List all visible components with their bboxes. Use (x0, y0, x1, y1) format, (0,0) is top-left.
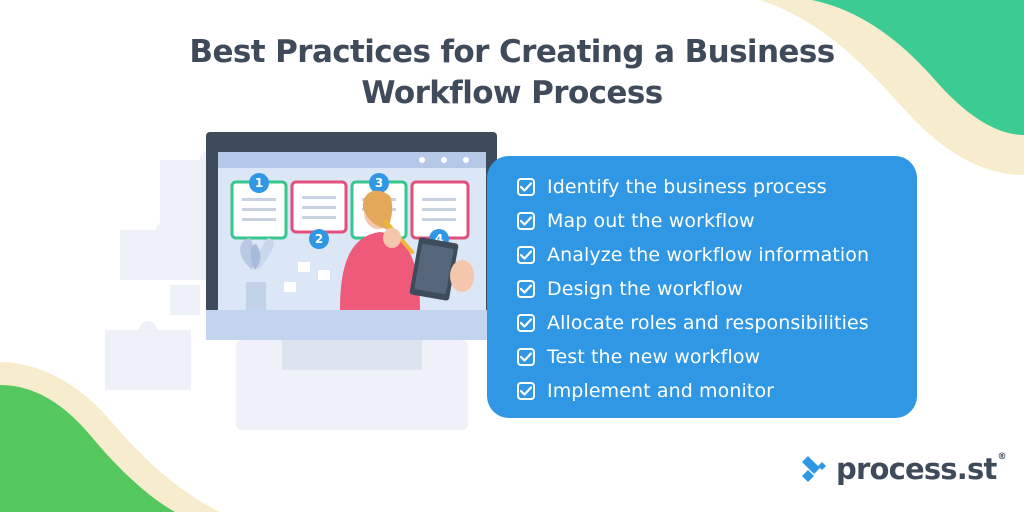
list-item: Identify the business process (517, 170, 869, 204)
step-label: Identify the business process (547, 176, 827, 198)
step-label: Design the workflow (547, 278, 743, 300)
process-st-logo-icon (802, 456, 826, 482)
step-label: Analyze the workflow information (547, 244, 870, 266)
badge-2 (309, 229, 329, 249)
step-label: Allocate roles and responsibilities (547, 312, 869, 334)
logo-text-suffix: .st (956, 452, 998, 486)
badge-1 (249, 173, 269, 193)
step-label: Implement and monitor (547, 380, 775, 402)
brand-logo: process.st® (798, 452, 1007, 486)
badge-3 (369, 173, 389, 193)
logo-text-main: process (836, 452, 958, 486)
list-item: Implement and monitor (517, 374, 869, 408)
page-title-line-1: Best Practices for Creating a Business (189, 34, 835, 70)
badge-3-label: 3 (375, 176, 383, 190)
badge-2-label: 2 (315, 232, 323, 246)
plant-icon (240, 238, 274, 310)
board-card-1 (230, 180, 288, 240)
page-title-line-2: Workflow Process (361, 75, 663, 111)
checkbox-icon (517, 212, 535, 230)
board-card-2 (290, 180, 348, 234)
steps-list: Identify the business process Map out th… (517, 170, 869, 408)
step-label: Test the new workflow (547, 346, 761, 368)
checkbox-icon (517, 314, 535, 332)
badge-4-label: 4 (435, 232, 443, 246)
checkbox-icon (517, 280, 535, 298)
checkbox-icon (517, 382, 535, 400)
checkbox-icon (517, 178, 535, 196)
registered-mark: ® (997, 452, 1007, 462)
wave-green-top (812, 0, 1024, 135)
step-label: Map out the workflow (547, 210, 755, 232)
logo-text: process.st® (836, 452, 1007, 486)
board-card-4 (410, 180, 470, 240)
list-item: Test the new workflow (517, 340, 869, 374)
list-item: Map out the workflow (517, 204, 869, 238)
page-title: Best Practices for Creating a Business W… (150, 32, 874, 114)
checkbox-icon (517, 348, 535, 366)
badge-1-label: 1 (255, 176, 263, 190)
person-figure (340, 190, 474, 310)
steps-card (487, 156, 917, 418)
list-item: Analyze the workflow information (517, 238, 869, 272)
list-item: Design the workflow (517, 272, 869, 306)
checkbox-icon (517, 246, 535, 264)
wave-green-bottom (0, 385, 175, 512)
list-item: Allocate roles and responsibilities (517, 306, 869, 340)
